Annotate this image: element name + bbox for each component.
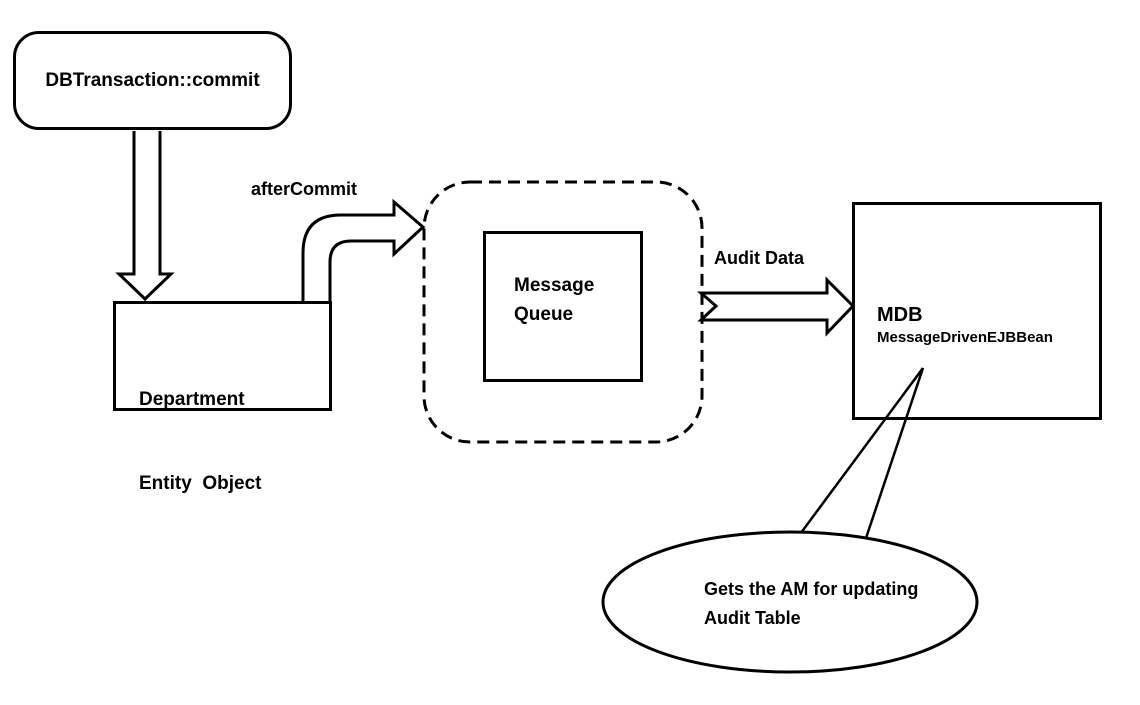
- node-message-queue-label-line1: Message: [514, 275, 595, 296]
- node-mdb-subtitle: MessageDrivenEJBBean: [877, 329, 1053, 346]
- arrow-audit-data: [696, 276, 856, 337]
- node-message-queue: Message Queue: [483, 231, 643, 382]
- node-mdb: MDB MessageDrivenEJBBean: [852, 202, 1102, 420]
- arrow-after-commit: [301, 198, 426, 301]
- node-db-transaction-commit-label: DBTransaction::commit: [45, 69, 260, 91]
- edge-label-after-commit: afterCommit: [251, 179, 358, 199]
- node-mdb-title: MDB: [877, 304, 923, 326]
- callout-text-line1: Gets the AM for updating: [704, 579, 919, 599]
- node-db-transaction-commit: DBTransaction::commit: [13, 31, 292, 130]
- node-department-label-line1: Department: [139, 389, 245, 410]
- arrow-commit-down: [115, 131, 175, 302]
- node-department-label-line2: Entity Object: [139, 473, 262, 494]
- node-department-entity-object: Department Entity Object: [113, 301, 332, 494]
- node-message-queue-label-line2: Queue: [514, 304, 574, 325]
- callout-text: Gets the AM for updating Audit Table: [704, 575, 966, 633]
- callout-text-line2: Audit Table: [704, 608, 801, 628]
- edge-label-audit-data: Audit Data: [714, 248, 804, 268]
